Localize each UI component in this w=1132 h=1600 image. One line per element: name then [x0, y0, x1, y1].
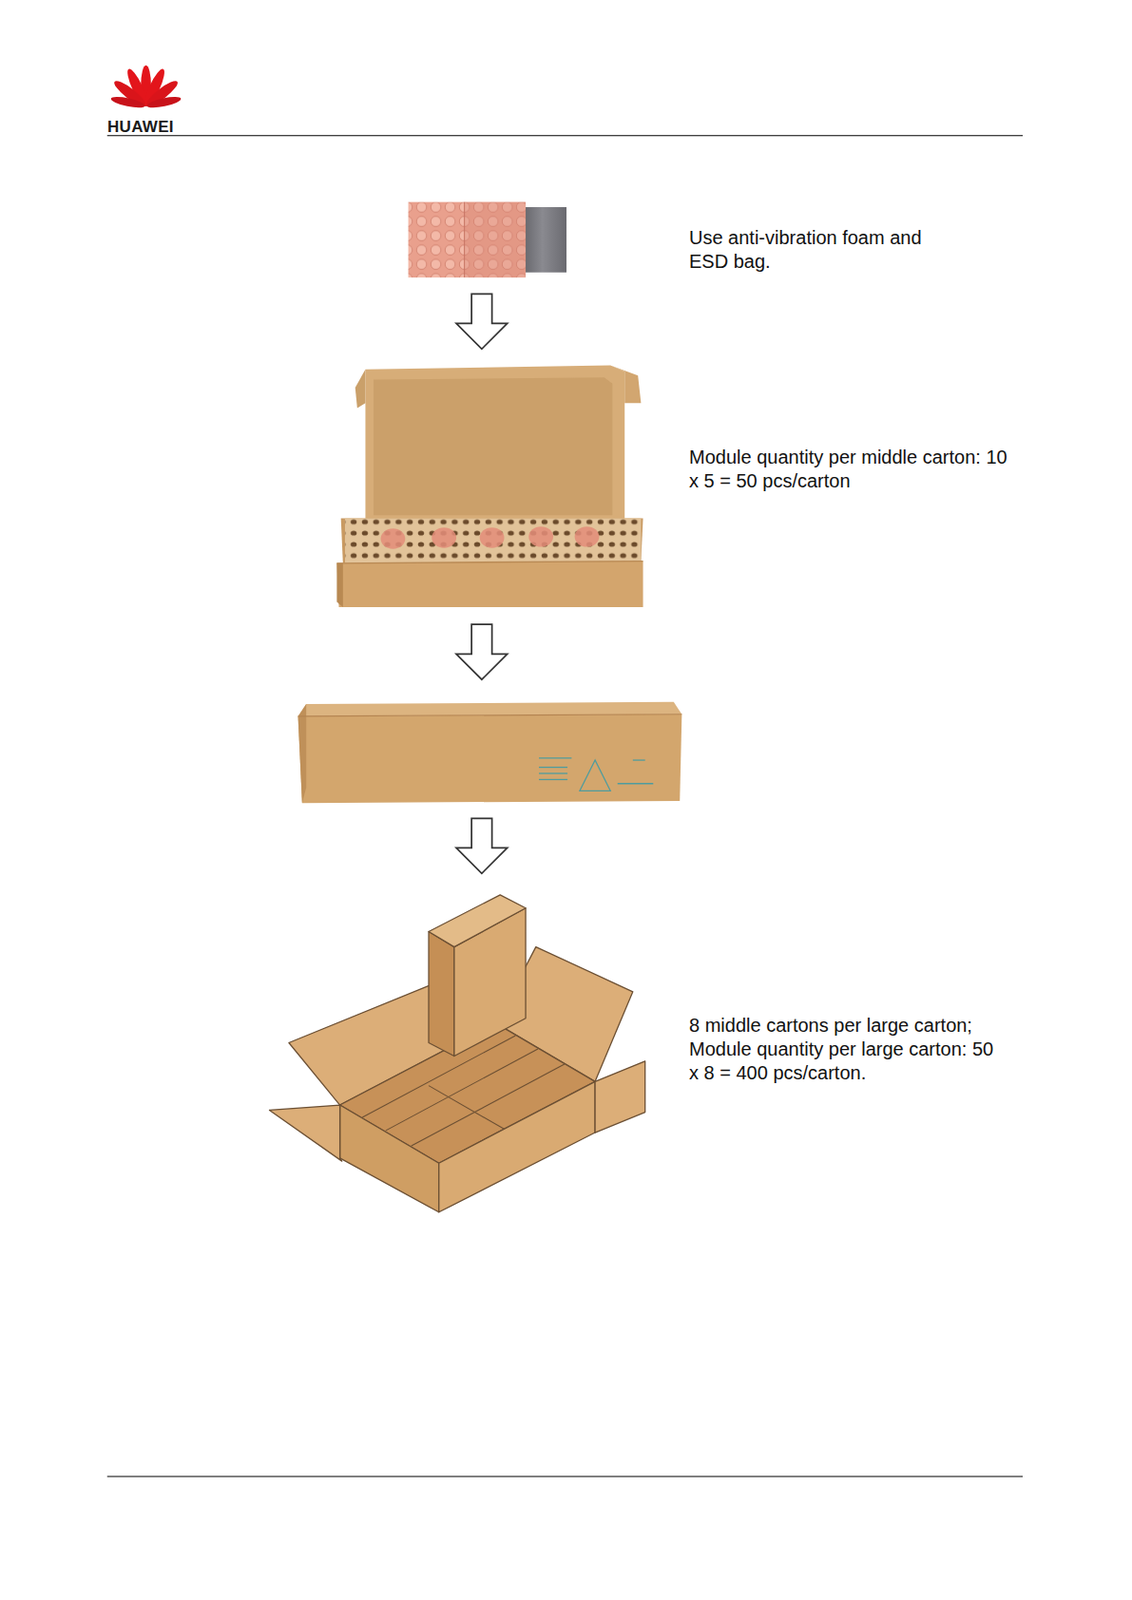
- step-note: Use anti-vibration foam and ESD bag.: [689, 226, 951, 274]
- step-note: 8 middle cartons per large carton; Modul…: [689, 1014, 998, 1086]
- huawei-logo: [110, 65, 182, 111]
- footer-rule: [107, 1476, 1023, 1478]
- brand-name: HUAWEI: [107, 118, 222, 136]
- foam-esd-bag: [408, 202, 567, 278]
- header-rule: [107, 134, 1023, 136]
- closed-middle-carton: [298, 702, 683, 804]
- step-note: Module quantity per middle carton: 10 x …: [689, 445, 1008, 494]
- open-middle-carton: [336, 364, 643, 608]
- large-carton: [269, 895, 646, 1213]
